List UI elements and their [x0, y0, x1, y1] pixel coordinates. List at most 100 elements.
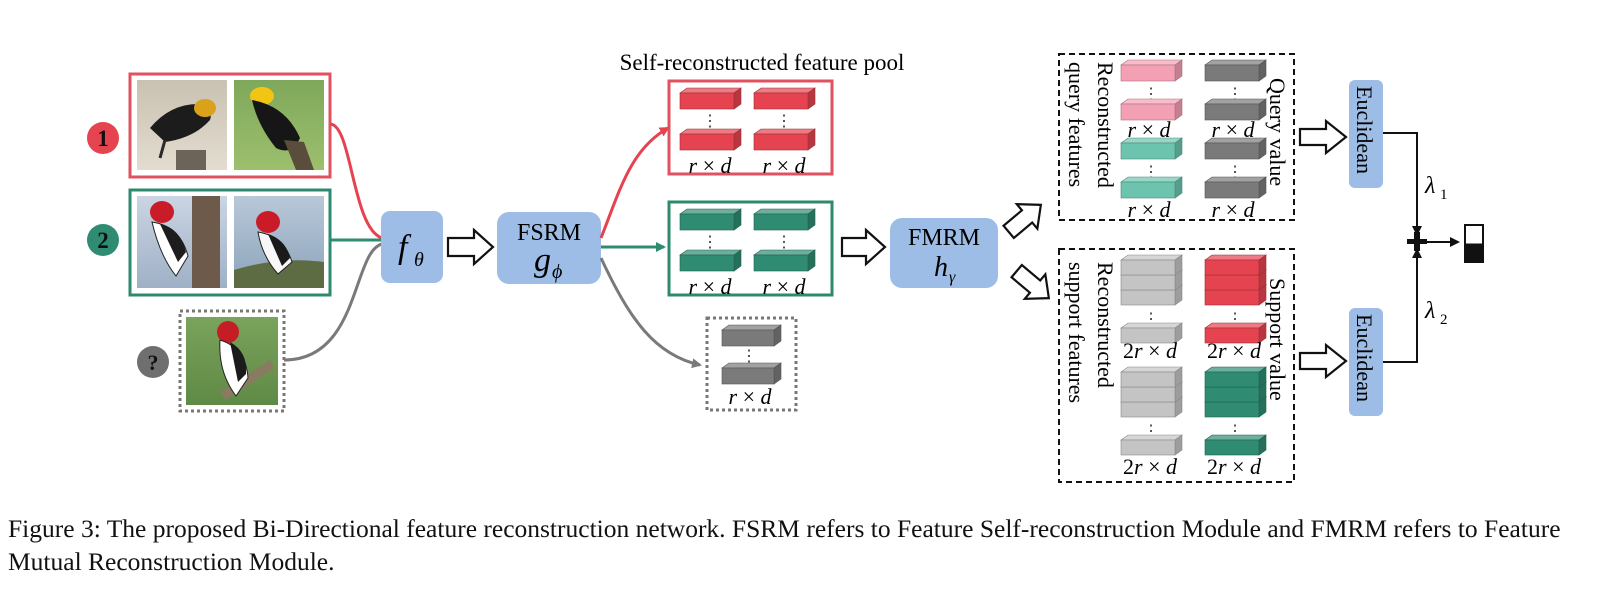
euclidean-distance-bottom: Euclidean	[1349, 308, 1383, 416]
feature-cuboid	[753, 87, 816, 110]
fsrm-to-class-1-arrow	[599, 126, 670, 239]
pool-query-frame	[705, 316, 798, 412]
feature-cuboid	[679, 128, 742, 151]
svg-text:2: 2	[97, 228, 109, 253]
arrow-up-right-outline-icon	[1001, 203, 1043, 240]
ellipsis-dots: ⋮	[776, 113, 792, 130]
svg-text:1: 1	[1440, 187, 1448, 203]
fsrm-to-query-arrow	[599, 257, 702, 369]
reconstructed-query-label-1: Reconstructed	[1093, 62, 1118, 188]
dimension-label: r × d	[1128, 117, 1172, 142]
feature-cuboid	[1120, 137, 1183, 160]
reconstructed-support-label-2: support features	[1064, 262, 1089, 403]
sum-node-icon	[1407, 232, 1427, 251]
ellipsis-dots: ⋮	[702, 113, 718, 130]
feature-cuboid	[1204, 59, 1267, 82]
weight-lambda-1: λ 1	[1424, 173, 1448, 203]
dimension-label: r × d	[1212, 197, 1256, 222]
figure-caption: Figure 3: The proposed Bi-Directional fe…	[8, 514, 1561, 576]
support-class-2-group	[128, 188, 332, 297]
ellipsis-dots: ⋮	[776, 234, 792, 251]
bird-photo	[234, 196, 324, 288]
svg-text:Euclidean: Euclidean	[1352, 314, 1377, 402]
svg-text:?: ?	[148, 350, 159, 375]
bird-photo	[186, 317, 278, 405]
pool-class-1-frame	[667, 79, 834, 176]
query-marker: ?	[137, 346, 169, 378]
support-class-1-group	[128, 72, 332, 179]
fsrm-subscript: ϕ	[552, 261, 562, 283]
score-bar-icon	[1464, 224, 1484, 263]
ellipsis-dots: ⋮	[702, 234, 718, 251]
dimension-label: 2r × d	[1207, 338, 1262, 363]
feature-cuboid	[1120, 434, 1183, 456]
dimension-label: r × d	[763, 274, 807, 299]
feature-cuboid	[1204, 176, 1267, 199]
bird-photo	[137, 80, 227, 170]
bird-photo	[234, 80, 324, 170]
dimension-label: r × d	[1128, 197, 1172, 222]
svg-text:1: 1	[97, 126, 109, 151]
class-2-marker: 2	[87, 224, 119, 256]
feature-cuboid	[721, 362, 782, 385]
fmrm-module: FMRM h γ	[890, 218, 998, 288]
feature-cuboid	[679, 249, 742, 272]
dimension-label: 2r × d	[1123, 454, 1178, 479]
reconstructed-support-label-1: Reconstructed	[1093, 262, 1118, 388]
feature-cuboid	[1204, 137, 1267, 160]
query-image-group	[178, 309, 286, 413]
arrow-right-outline-icon	[446, 227, 495, 267]
class-1-connector	[329, 122, 383, 240]
bottom-distance-to-sum	[1383, 248, 1422, 363]
arrow-down-right-outline-icon	[1009, 263, 1051, 300]
feature-cuboid	[753, 249, 816, 272]
bird-photo	[137, 196, 227, 288]
svg-text:Euclidean: Euclidean	[1352, 86, 1377, 174]
encoder-module: f θ	[381, 211, 443, 283]
fmrm-symbol: h	[934, 252, 948, 283]
encoder-subscript: θ	[414, 249, 424, 271]
feature-cuboid	[753, 128, 816, 151]
feature-cuboid	[1204, 254, 1267, 276]
fmrm-name: FMRM	[908, 225, 980, 251]
feature-cuboid	[1204, 322, 1267, 344]
svg-text:2: 2	[1440, 312, 1448, 328]
pool-class-2-frame	[667, 200, 834, 297]
dimension-label: 2r × d	[1207, 454, 1262, 479]
feature-cuboid	[1204, 98, 1267, 121]
fsrm-name: FSRM	[517, 220, 581, 246]
dimension-label: r × d	[1212, 117, 1256, 142]
feature-cuboid	[721, 324, 782, 347]
dimension-label: r × d	[689, 153, 733, 178]
arrow-right-outline-icon	[840, 227, 887, 267]
feature-cuboid	[1204, 434, 1267, 456]
top-distance-to-sum	[1383, 132, 1422, 236]
fsrm-module: FSRM g ϕ	[497, 212, 601, 284]
fmrm-subscript: γ	[949, 269, 956, 286]
pool-title: Self-reconstructed feature pool	[620, 50, 905, 75]
dimension-label: r × d	[763, 153, 807, 178]
feature-cuboid	[679, 87, 742, 110]
feature-cuboid	[1120, 254, 1183, 276]
feature-blocks: ⋮r × d⋮r × d⋮r × d⋮r × d⋮r × d⋮r × d⋮r ×…	[679, 59, 1267, 479]
bi-directional-network-diagram: 1 2 ? f θ FSRM g ϕ Self-reconstructed fe…	[87, 50, 1484, 483]
ellipsis-dots: ⋮	[741, 348, 757, 365]
feature-cuboid	[1120, 59, 1183, 82]
fsrm-symbol: g	[534, 242, 551, 279]
svg-text:λ: λ	[1424, 173, 1435, 199]
arrow-right-outline-icon	[1298, 118, 1348, 156]
feature-cuboid	[1120, 98, 1183, 121]
support-value-label: Support value	[1265, 278, 1290, 401]
dimension-label: 2r × d	[1123, 338, 1178, 363]
weight-lambda-2: λ 2	[1424, 298, 1448, 328]
query-connector	[283, 242, 383, 362]
dimension-label: r × d	[689, 274, 733, 299]
feature-cuboid	[1120, 176, 1183, 199]
feature-cuboid	[1120, 322, 1183, 344]
feature-cuboid	[1204, 366, 1267, 388]
euclidean-distance-top: Euclidean	[1349, 80, 1383, 188]
support-reconstruction-panel	[1058, 248, 1295, 483]
query-value-label: Query value	[1265, 78, 1290, 186]
reconstructed-query-label-2: query features	[1064, 62, 1089, 187]
feature-cuboid	[679, 208, 742, 231]
